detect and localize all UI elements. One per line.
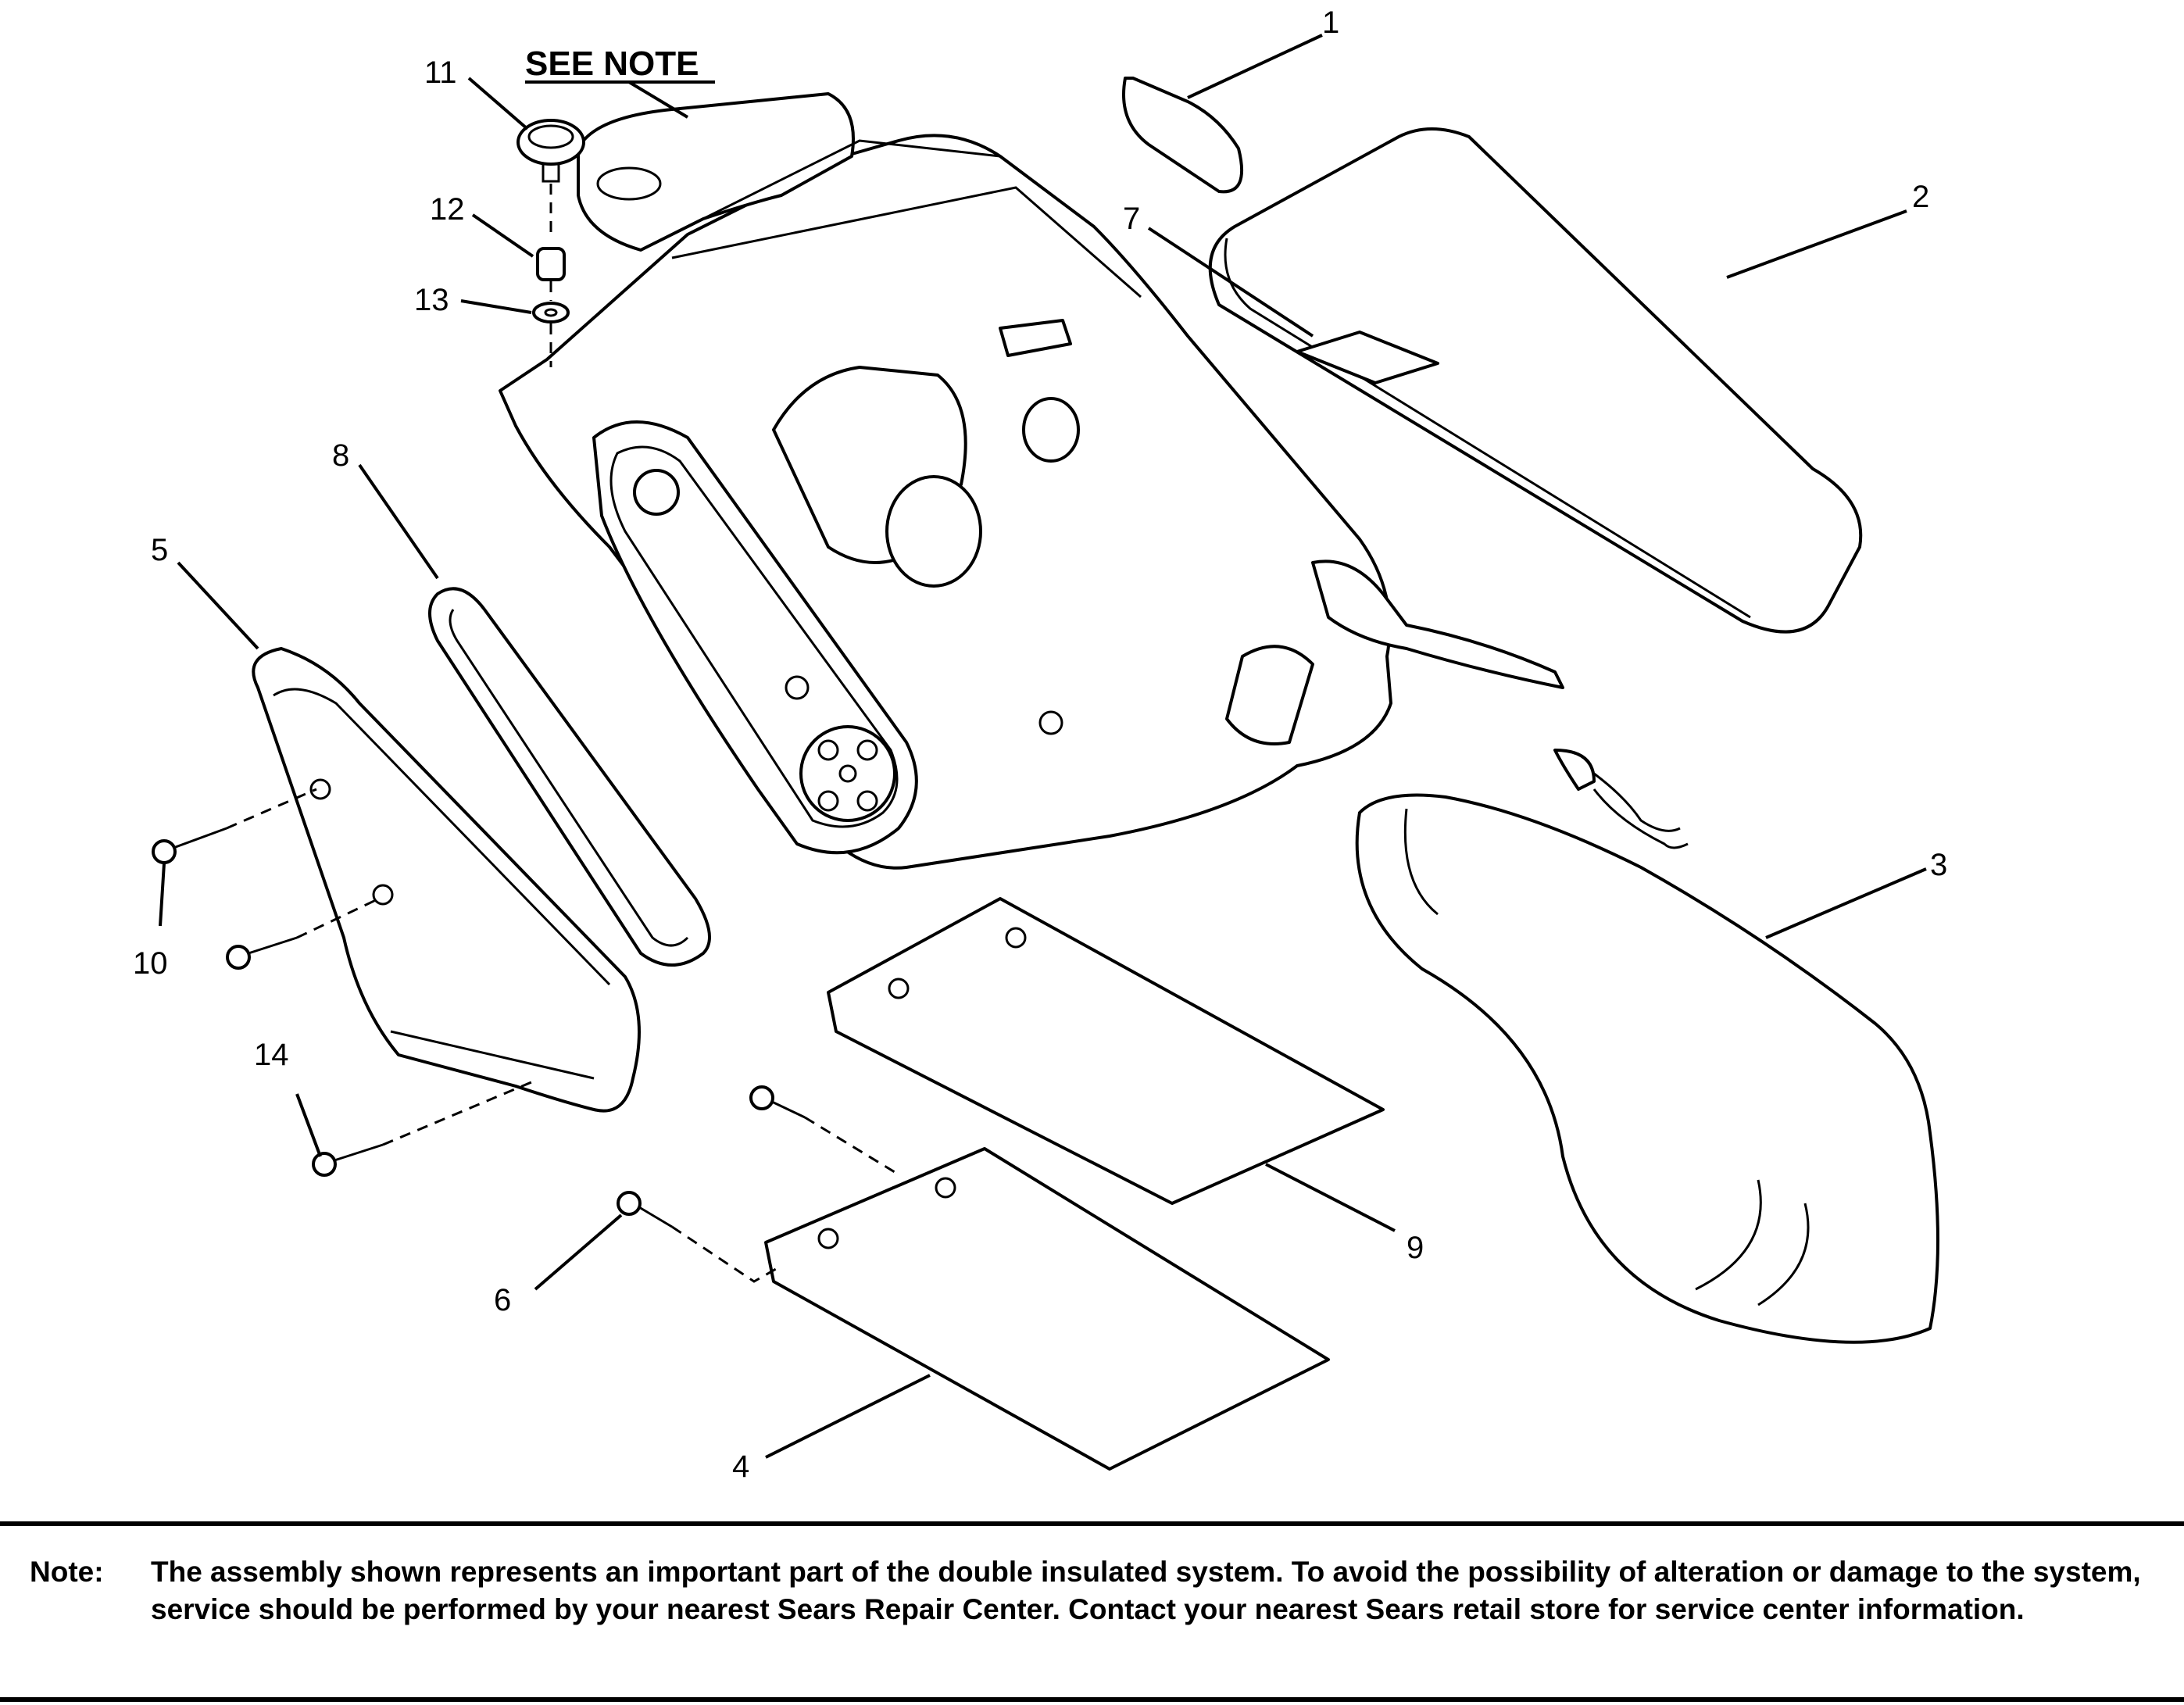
callout-12: 12 — [430, 192, 465, 227]
see-note-label: SEE NOTE — [525, 45, 699, 83]
part-14-screw — [226, 897, 380, 970]
note-bottom-rule — [0, 1697, 2184, 1702]
callout-2: 2 — [1912, 180, 1929, 214]
callout-14: 14 — [254, 1038, 289, 1072]
part-6-screw-upper — [749, 1085, 895, 1174]
callout-3: 3 — [1930, 848, 1947, 882]
callout-6: 6 — [494, 1283, 511, 1317]
part-11-knob — [517, 119, 585, 183]
note-label: Note: — [30, 1556, 104, 1588]
note-text: The assembly shown represents an importa… — [151, 1556, 2141, 1625]
callout-5: 5 — [151, 533, 168, 567]
callout-11: 11 — [424, 55, 457, 90]
part-5-belt-cover — [252, 647, 641, 1113]
part-8-drive-belt — [428, 587, 711, 967]
callout-10: 10 — [133, 946, 168, 981]
part-14-screw-lower — [312, 1081, 532, 1177]
part-3-dust-bag — [1355, 793, 1939, 1344]
callout-8: 8 — [332, 438, 349, 473]
part-4-plate — [764, 1147, 1330, 1471]
callout-9: 9 — [1407, 1231, 1424, 1265]
sander-body — [499, 92, 1689, 870]
part-10-screw — [152, 788, 317, 864]
part-9-plate — [827, 897, 1385, 1205]
callout-1: 1 — [1322, 5, 1339, 40]
callout-7: 7 — [1123, 202, 1140, 236]
callout-4: 4 — [732, 1449, 749, 1484]
leader-lines — [159, 34, 1927, 1459]
part-1-label — [1122, 77, 1244, 194]
note-top-rule — [0, 1521, 2184, 1526]
part-12-spring — [536, 247, 566, 281]
part-13-washer — [532, 302, 570, 323]
exploded-parts-diagram: SEE NOTE 1 2 3 4 5 6 7 8 9 10 11 12 13 1… — [133, 5, 1947, 1484]
part-6-screw-lower — [617, 1191, 782, 1283]
callout-13: 13 — [414, 283, 449, 317]
